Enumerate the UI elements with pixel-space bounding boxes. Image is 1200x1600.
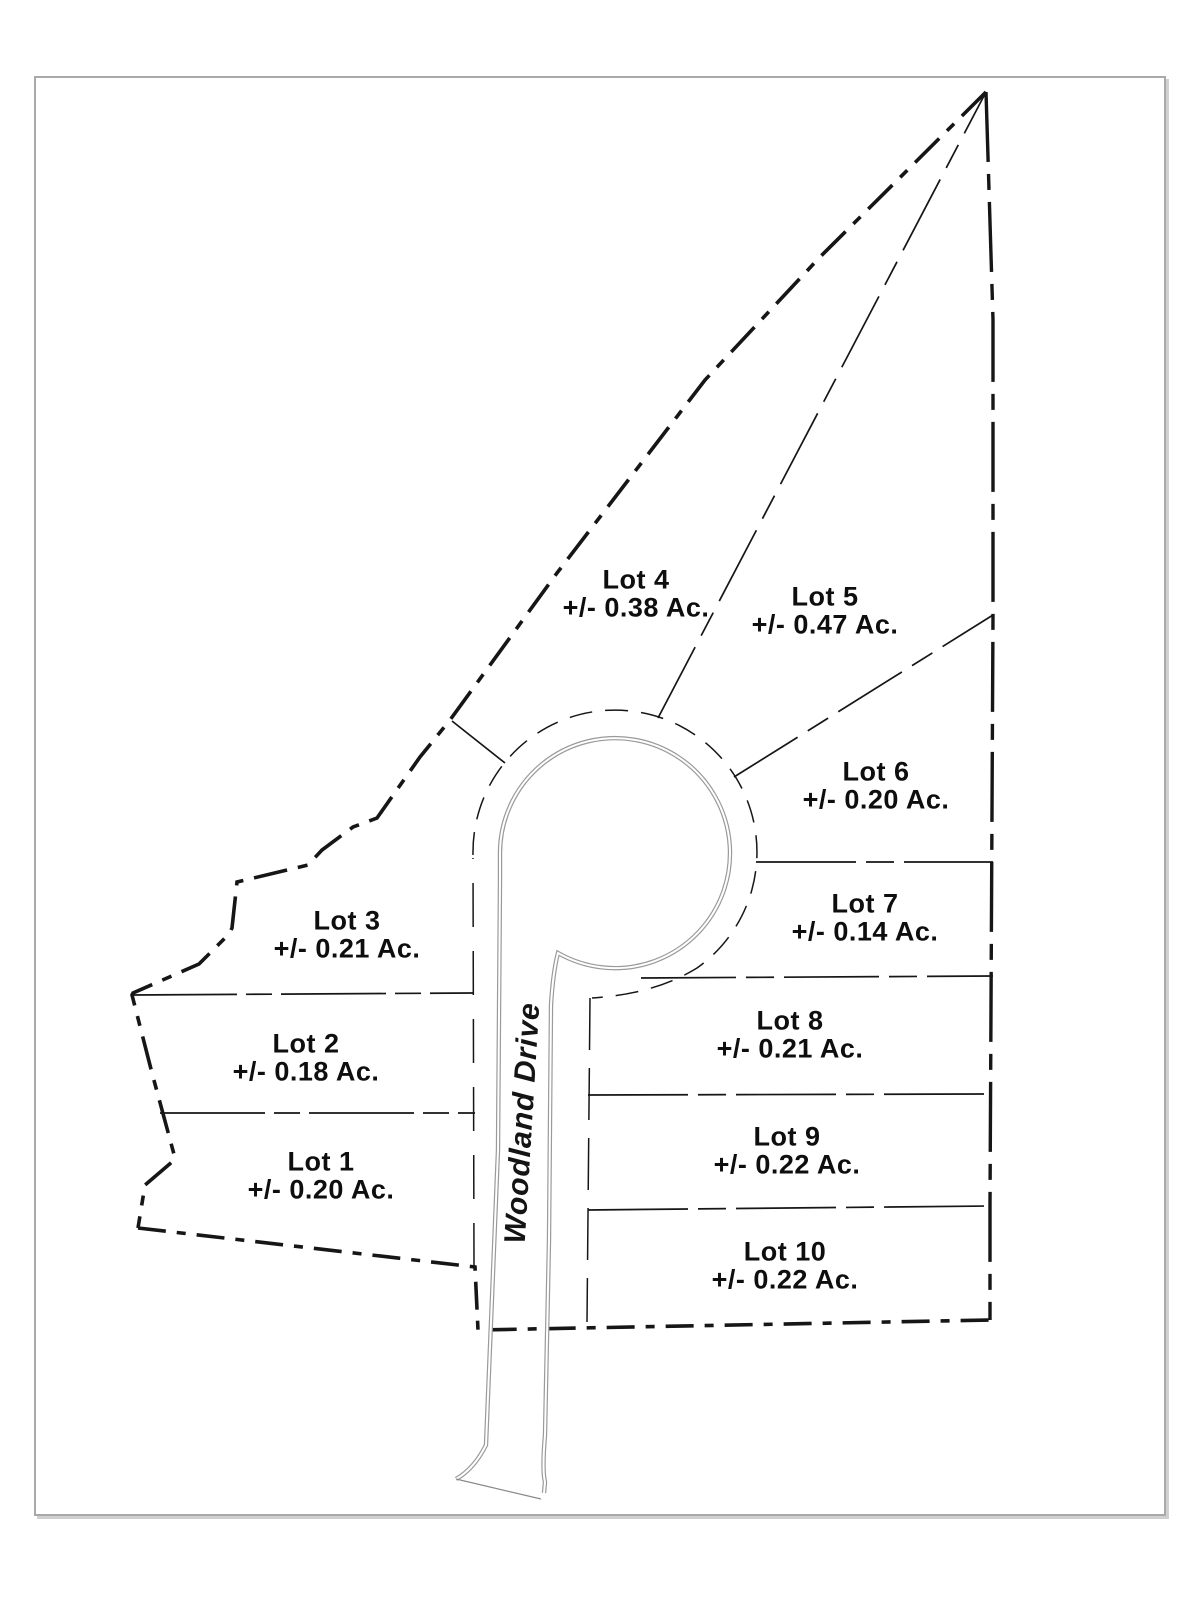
pavement-bottom-edge — [455, 1478, 542, 1500]
lot-division-8-9 — [587, 1093, 991, 1096]
lot-name: Lot 6 — [842, 756, 910, 787]
lot-label-2: Lot 2 +/- 0.18 Ac. — [232, 1028, 380, 1087]
lot-name: Lot 1 — [287, 1146, 355, 1177]
lot-label-4: Lot 4 +/- 0.38 Ac. — [562, 564, 710, 623]
lot-name: Lot 5 — [791, 581, 859, 612]
lot-label-1: Lot 1 +/- 0.20 Ac. — [247, 1146, 395, 1205]
lot-name: Lot 3 — [313, 905, 381, 936]
lot-division-4-5 — [657, 91, 987, 719]
lot-label-3: Lot 3 +/- 0.21 Ac. — [273, 905, 421, 964]
lot-division-7-8 — [640, 975, 994, 979]
lot-area: +/- 0.38 Ac. — [562, 592, 710, 623]
lot-name: Lot 9 — [753, 1121, 821, 1152]
lot-division-9-10 — [587, 1205, 991, 1211]
lot-name: Lot 2 — [272, 1028, 340, 1059]
lot-label-7: Lot 7 +/- 0.14 Ac. — [791, 888, 939, 947]
property-boundary-south — [137, 1226, 991, 1332]
sheet-border — [34, 76, 1166, 1516]
lot-name: Lot 8 — [756, 1005, 824, 1036]
lot-label-10: Lot 10 +/- 0.22 Ac. — [711, 1236, 859, 1295]
lot-division-3-4 — [451, 720, 506, 764]
lot-label-8: Lot 8 +/- 0.21 Ac. — [716, 1005, 864, 1064]
lot-area: +/- 0.20 Ac. — [247, 1174, 395, 1205]
row-line-west — [472, 857, 475, 1268]
pavement-edge-outer — [456, 738, 730, 1493]
row-culdesac-arc — [472, 709, 758, 999]
property-boundary-west — [130, 90, 988, 1229]
row-line-east — [586, 997, 591, 1323]
lot-area: +/- 0.20 Ac. — [802, 784, 950, 815]
lot-area: +/- 0.21 Ac. — [273, 933, 421, 964]
lot-area: +/- 0.21 Ac. — [716, 1033, 864, 1064]
lot-label-5: Lot 5 +/- 0.47 Ac. — [751, 581, 899, 640]
lot-area: +/- 0.47 Ac. — [751, 609, 899, 640]
lot-label-9: Lot 9 +/- 0.22 Ac. — [713, 1121, 861, 1180]
lot-name: Lot 7 — [831, 888, 899, 919]
lot-area: +/- 0.14 Ac. — [791, 916, 939, 947]
lot-name: Lot 4 — [602, 564, 670, 595]
property-boundary-east — [984, 91, 995, 1320]
lot-area: +/- 0.18 Ac. — [232, 1056, 380, 1087]
lot-division-2-3 — [131, 992, 474, 996]
lot-area: +/- 0.22 Ac. — [711, 1264, 859, 1295]
lot-label-6: Lot 6 +/- 0.20 Ac. — [802, 756, 950, 815]
lot-area: +/- 0.22 Ac. — [713, 1149, 861, 1180]
lot-name: Lot 10 — [743, 1236, 827, 1267]
lot-division-5-6 — [733, 614, 994, 778]
